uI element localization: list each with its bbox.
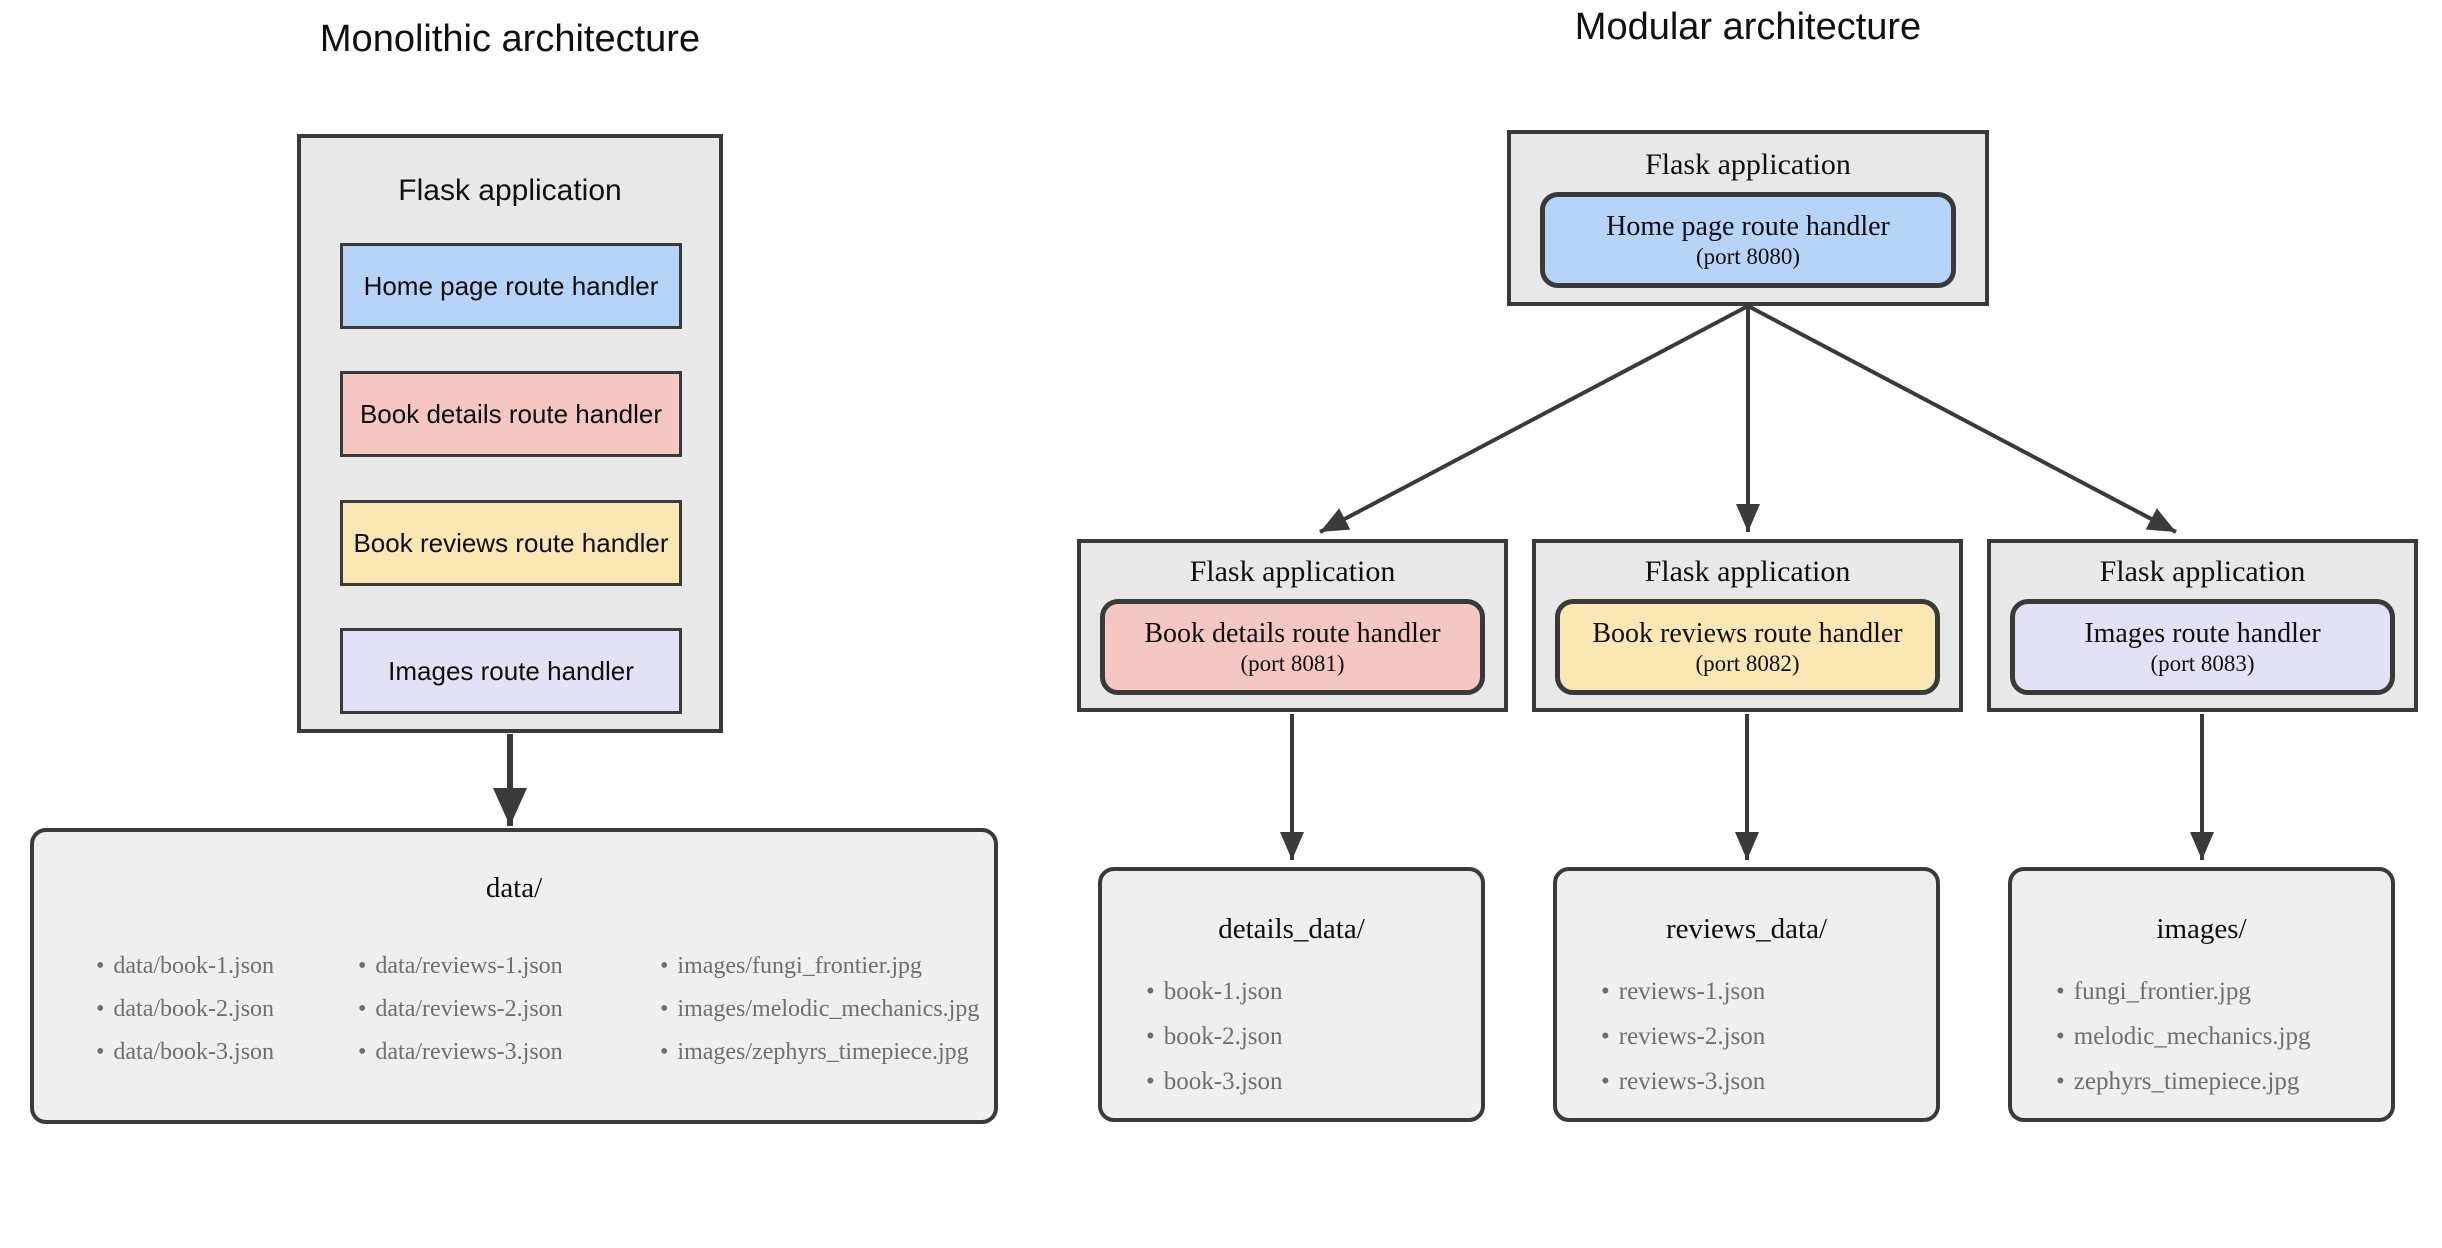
data-store-file-column: data/book-1.json data/book-2.json data/b… [96, 945, 274, 1074]
handler-book-reviews: Book reviews route handler [340, 500, 682, 586]
file-item: images/zephyrs_timepiece.jpg [660, 1031, 979, 1074]
details-service-app-box: Flask application Book details route han… [1077, 539, 1508, 712]
handler-images: Images route handler [340, 628, 682, 714]
arrow-root-to-images-service [1747, 304, 2177, 534]
file-item: reviews-1.json [1601, 969, 1766, 1014]
module-images: Images route handler (port 8083) [2010, 599, 2395, 695]
images-service-app-box: Flask application Images route handler (… [1987, 539, 2418, 712]
module-book-details: Book details route handler (port 8081) [1100, 599, 1485, 695]
module-handler-label: Book reviews route handler [1592, 618, 1903, 649]
file-item: book-2.json [1146, 1014, 1283, 1059]
data-store-title: data/ [485, 872, 543, 904]
file-item: images/fungi_frontier.jpg [660, 945, 979, 988]
store-file-list: fungi_frontier.jpg melodic_mechanics.jpg… [2056, 969, 2311, 1104]
file-item: data/reviews-3.json [358, 1031, 562, 1074]
data-store-file-column: images/fungi_frontier.jpg images/melodic… [660, 945, 979, 1074]
file-item: book-1.json [1146, 969, 1283, 1014]
service-app-title: Flask application [1644, 555, 1851, 588]
file-item: images/melodic_mechanics.jpg [660, 988, 979, 1031]
monolithic-flask-app-box: Flask application Home page route handle… [297, 134, 723, 733]
module-handler-label: Book details route handler [1144, 618, 1441, 649]
details-data-store-box: details_data/ book-1.json book-2.json bo… [1098, 867, 1485, 1122]
file-item: data/reviews-2.json [358, 988, 562, 1031]
store-file-list: book-1.json book-2.json book-3.json [1146, 969, 1283, 1104]
file-item: melodic_mechanics.jpg [2056, 1014, 2311, 1059]
reviews-service-app-box: Flask application Book reviews route han… [1532, 539, 1963, 712]
handler-home-page: Home page route handler [340, 243, 682, 329]
file-item: data/book-1.json [96, 945, 274, 988]
file-item: zephyrs_timepiece.jpg [2056, 1059, 2311, 1104]
arrow-root-to-details-service [1319, 304, 1749, 534]
file-item: fungi_frontier.jpg [2056, 969, 2311, 1014]
monolithic-app-title: Flask application [398, 174, 622, 207]
file-item: reviews-3.json [1601, 1059, 1766, 1104]
module-port-label: (port 8080) [1695, 244, 1801, 269]
modular-title: Modular architecture [1574, 6, 1922, 48]
module-handler-label: Images route handler [2084, 618, 2321, 649]
store-title: reviews_data/ [1665, 913, 1828, 945]
module-handler-label: Home page route handler [1606, 211, 1890, 242]
module-home-page: Home page route handler (port 8080) [1540, 192, 1956, 288]
data-store-file-column: data/reviews-1.json data/reviews-2.json … [358, 945, 562, 1074]
module-book-reviews: Book reviews route handler (port 8082) [1555, 599, 1940, 695]
handler-book-details: Book details route handler [340, 371, 682, 457]
images-store-box: images/ fungi_frontier.jpg melodic_mecha… [2008, 867, 2395, 1122]
module-port-label: (port 8081) [1240, 651, 1345, 676]
file-item: book-3.json [1146, 1059, 1283, 1104]
module-port-label: (port 8083) [2150, 651, 2255, 676]
reviews-data-store-box: reviews_data/ reviews-1.json reviews-2.j… [1553, 867, 1940, 1122]
file-item: reviews-2.json [1601, 1014, 1766, 1059]
monolithic-title: Monolithic architecture [319, 18, 701, 60]
file-item: data/book-2.json [96, 988, 274, 1031]
module-port-label: (port 8082) [1695, 651, 1800, 676]
data-store-box: data/ data/book-1.json data/book-2.json … [30, 828, 998, 1124]
store-title: details_data/ [1218, 913, 1365, 945]
service-app-title: Flask application [1189, 555, 1396, 588]
service-app-title: Flask application [2099, 555, 2306, 588]
modular-root-app-box: Flask application Home page route handle… [1507, 130, 1989, 306]
file-item: data/book-3.json [96, 1031, 274, 1074]
root-app-title: Flask application [1645, 148, 1851, 181]
store-title: images/ [2156, 913, 2247, 945]
file-item: data/reviews-1.json [358, 945, 562, 988]
store-file-list: reviews-1.json reviews-2.json reviews-3.… [1601, 969, 1766, 1104]
